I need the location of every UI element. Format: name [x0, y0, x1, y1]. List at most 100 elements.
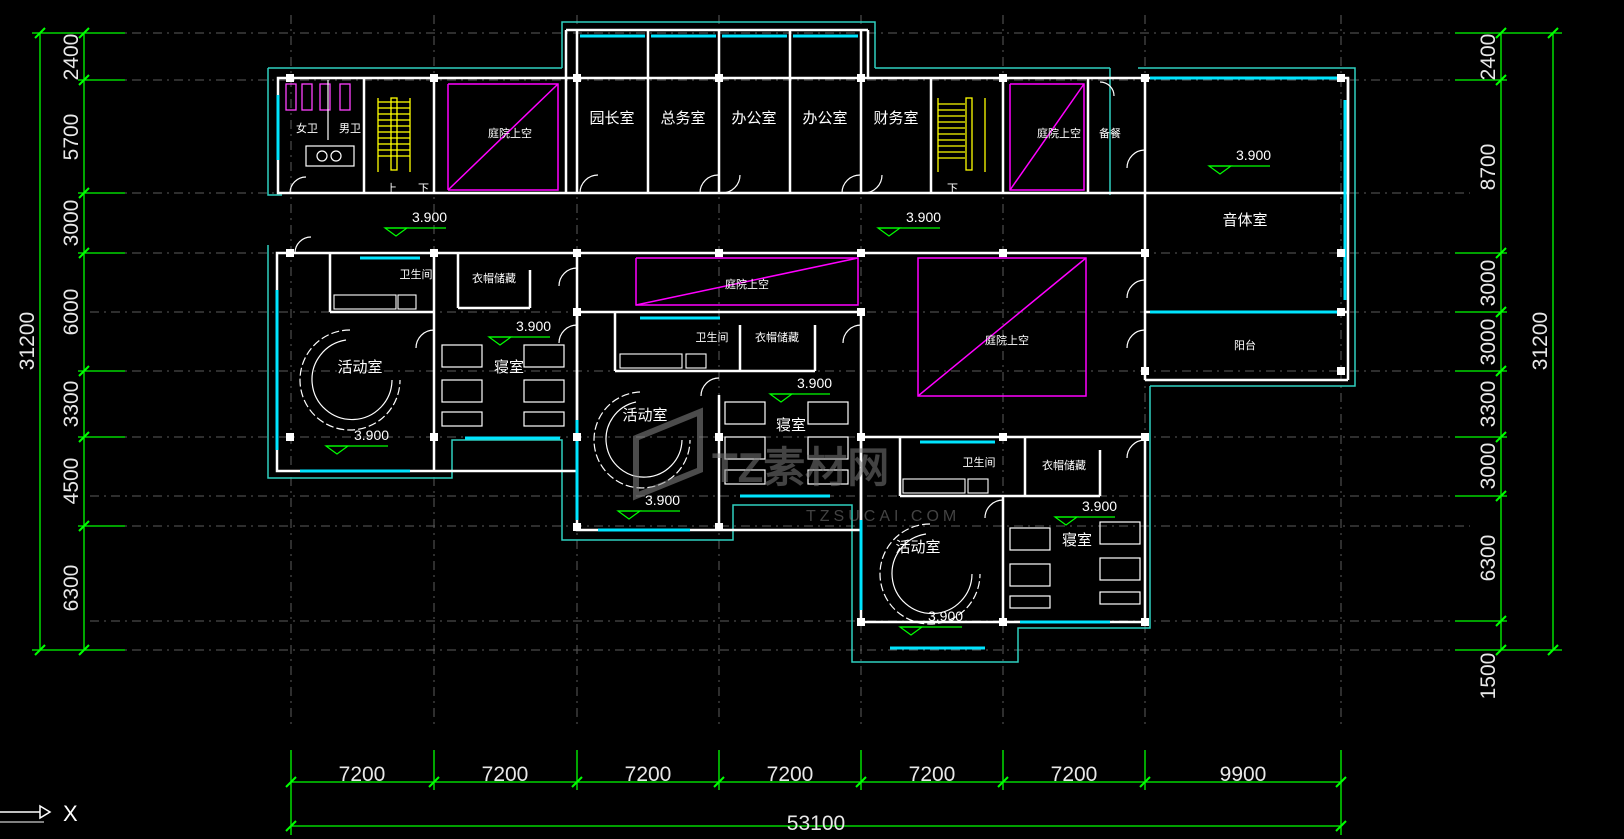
label-stair-down-2: 下 [947, 182, 958, 195]
svg-text:3.900: 3.900 [516, 318, 551, 334]
svg-text:3.900: 3.900 [412, 209, 447, 225]
label-activity-1: 活动室 [337, 358, 382, 376]
left-dimension-labels: 2400 5700 3000 6000 3300 4500 6300 31200 [16, 34, 83, 612]
label-pantry: 备餐 [1099, 126, 1121, 140]
level-mark-5: 3.900 [324, 427, 389, 455]
bottom-dim-2: 7200 [482, 763, 529, 786]
right-dim-total: 31200 [1529, 312, 1552, 370]
courtyard-voids [447, 83, 1087, 397]
beds-3 [1009, 521, 1141, 609]
right-dim-3: 3000 [1477, 260, 1500, 307]
svg-text:3.900: 3.900 [1236, 147, 1271, 163]
label-wardrobe-1: 衣帽储藏 [472, 271, 516, 285]
bottom-dim-7: 9900 [1220, 763, 1267, 786]
activity-ring-1 [299, 329, 401, 431]
level-mark-2: 3.900 [876, 209, 941, 237]
label-office-2: 办公室 [802, 109, 847, 127]
right-dim-2: 8700 [1477, 144, 1500, 191]
dimension-lines [32, 32, 1562, 835]
label-courtyard-void-4: 庭院上空 [985, 333, 1029, 347]
svg-text:3.900: 3.900 [1082, 498, 1117, 514]
stair-1 [377, 97, 411, 172]
label-toilet-1: 卫生间 [400, 267, 433, 281]
wc-partitions [305, 80, 355, 167]
columns [286, 74, 1345, 626]
label-activity-2: 活动室 [622, 406, 667, 424]
label-courtyard-void-1: 庭院上空 [488, 126, 532, 140]
bottom-dim-6: 7200 [1051, 763, 1098, 786]
level-marks: 3.900 3.900 3.900 3.900 3.900 3.900 [324, 147, 1271, 636]
level-mark-8: 3.900 [1053, 498, 1117, 526]
svg-text:3.900: 3.900 [354, 427, 389, 443]
bottom-dim-1: 7200 [339, 763, 386, 786]
room-labels: 女卫 男卫 上 下 下 庭院上空 园长室 总务室 办公室 办公室 财务室 庭院上… [296, 109, 1268, 556]
right-dimension-labels: 2400 8700 3000 3000 3300 3000 6300 1500 … [1477, 34, 1552, 700]
label-office-1: 办公室 [731, 109, 776, 127]
right-dim-4: 3000 [1477, 319, 1500, 366]
activity-ring-2 [593, 391, 691, 489]
left-dim-6: 4500 [60, 458, 83, 505]
label-toilet-3: 卫生间 [963, 455, 996, 469]
label-bedroom-3: 寝室 [1062, 531, 1092, 549]
left-dim-2: 5700 [60, 114, 83, 161]
level-mark-4: 3.900 [487, 318, 551, 346]
label-courtyard-void-3: 庭院上空 [725, 277, 769, 291]
activity-ring-3 [879, 523, 981, 625]
left-dim-7: 6300 [60, 565, 83, 612]
bottom-dim-5: 7200 [909, 763, 956, 786]
level-mark-1: 3.900 [383, 209, 447, 237]
level-mark-7: 3.900 [616, 492, 680, 520]
left-dim-5: 3300 [60, 381, 83, 428]
beds-1 [441, 344, 565, 427]
level-mark-6: 3.900 [768, 375, 832, 403]
svg-text:3.900: 3.900 [797, 375, 832, 391]
label-female-wc: 女卫 [296, 121, 318, 135]
watermark-logo: TZ素材网 [712, 444, 889, 491]
right-dim-1: 2400 [1477, 34, 1500, 81]
label-balcony: 阳台 [1234, 338, 1256, 352]
label-male-wc: 男卫 [339, 122, 361, 135]
level-mark-3: 3.900 [1207, 147, 1271, 175]
stair-2 [937, 97, 986, 172]
label-activity-3: 活动室 [895, 538, 940, 556]
windows [275, 34, 1347, 650]
bottom-dim-3: 7200 [625, 763, 672, 786]
bottom-dim-4: 7200 [767, 763, 814, 786]
label-bedroom-1: 寝室 [494, 358, 524, 376]
left-dim-total: 31200 [16, 312, 39, 370]
label-principal: 园长室 [589, 109, 634, 127]
right-dim-5: 3300 [1477, 381, 1500, 428]
doors [289, 81, 1146, 519]
bottom-dimension-labels: 7200 7200 7200 7200 7200 7200 9900 53100 [339, 763, 1267, 835]
label-wardrobe-2: 衣帽储藏 [755, 330, 799, 344]
label-finance: 财务室 [873, 109, 918, 127]
label-courtyard-void-2: 庭院上空 [1037, 126, 1081, 140]
watermark: TZ素材网 TZSUCAI.COM [633, 407, 960, 525]
axis-indicator: X [0, 801, 78, 826]
svg-text:3.900: 3.900 [645, 492, 680, 508]
label-toilet-2: 卫生间 [696, 330, 729, 344]
svg-text:3.900: 3.900 [928, 608, 963, 624]
level-mark-9: 3.900 [898, 608, 963, 636]
toilet-stalls [333, 294, 989, 494]
beds-2 [724, 401, 849, 485]
label-wardrobe-3: 衣帽储藏 [1042, 458, 1086, 472]
wc-fixtures [285, 83, 351, 111]
left-dim-1: 2400 [60, 34, 83, 81]
axis-x-label: X [63, 801, 78, 826]
label-stair-down-1: 下 [418, 182, 429, 195]
left-dim-3: 3000 [60, 200, 83, 247]
left-dim-4: 6000 [60, 289, 83, 336]
dimension-ticks [34, 27, 1559, 832]
right-dim-7: 6300 [1477, 535, 1500, 582]
svg-text:3.900: 3.900 [906, 209, 941, 225]
label-bedroom-2: 寝室 [776, 416, 806, 434]
label-stair-up: 上 [386, 182, 397, 195]
bottom-dim-total: 53100 [787, 812, 845, 835]
right-dim-6: 3000 [1477, 443, 1500, 490]
label-music: 音体室 [1222, 211, 1267, 229]
right-dim-8: 1500 [1477, 653, 1500, 700]
label-general-affairs: 总务室 [660, 109, 705, 127]
watermark-url: TZSUCAI.COM [806, 508, 960, 525]
